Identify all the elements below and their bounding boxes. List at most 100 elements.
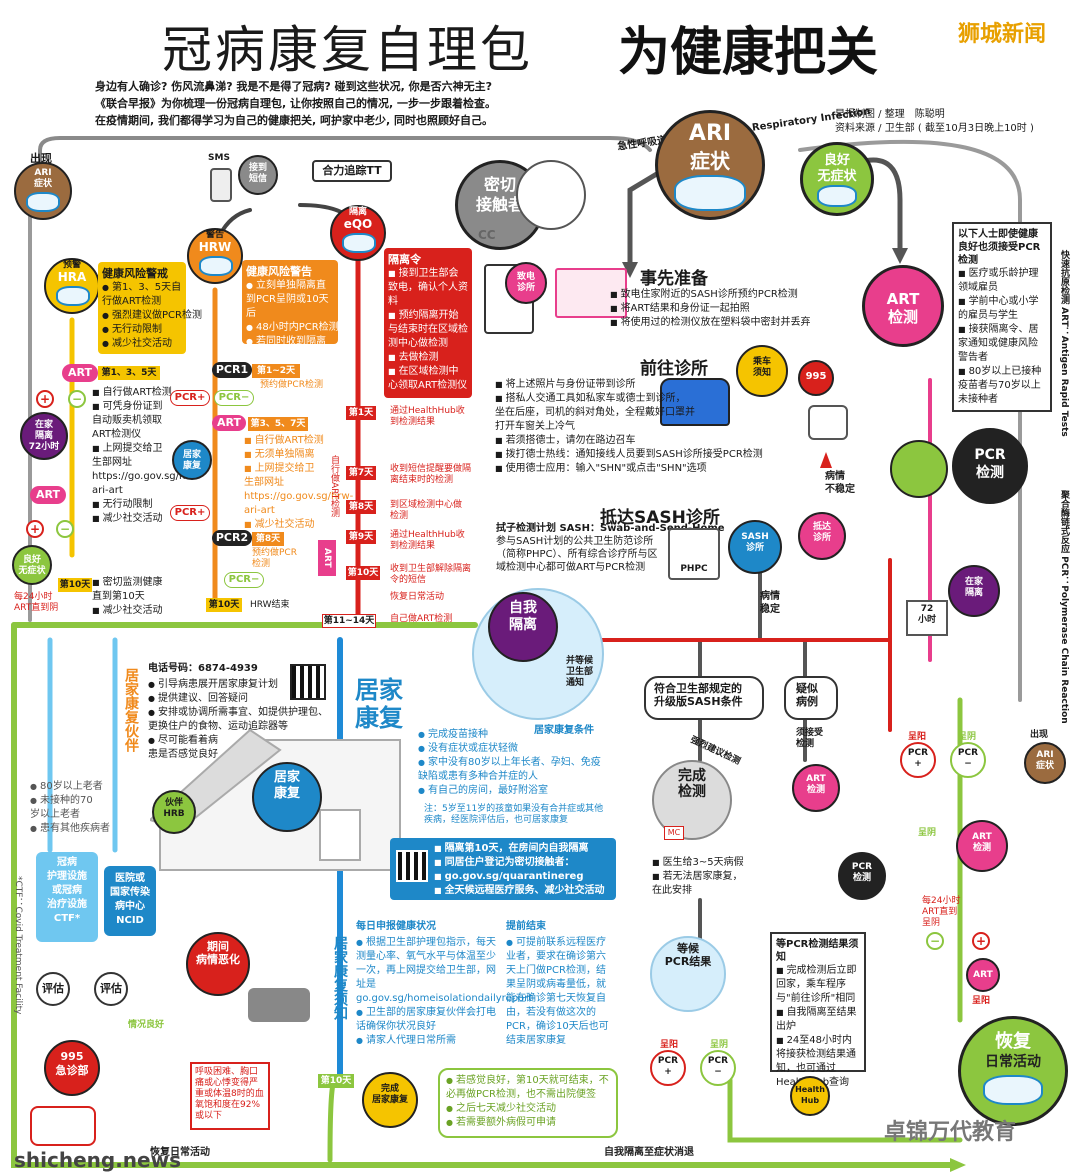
hra-list: 第1、3、5天自行做ART检测 强烈建议做PCR检测 无行动限制 减少社交活动 xyxy=(102,281,202,351)
neg-label: 呈阴 xyxy=(958,732,977,742)
received-sms-character: 接到 短信 xyxy=(238,155,278,195)
eqo-art-tag: ART xyxy=(318,540,336,576)
house-home-recovery-label: 居家 康复 xyxy=(273,770,300,801)
wait-pcr-plus-bubble: PCR + xyxy=(650,1050,686,1086)
wait-pcr-minus-label: PCR − xyxy=(707,1056,729,1077)
intro-text: 身边有人确诊? 伤风流鼻涕? 我是不是得了冠病? 碰到这些状况, 你是否六神无主… xyxy=(95,78,575,129)
day10-tag: 第10天 xyxy=(58,578,92,592)
mask-icon xyxy=(26,192,60,212)
good-no-symptom-character: 良好 无症状 xyxy=(800,142,874,216)
wait-pcr-minus-bubble: PCR − xyxy=(700,1050,736,1086)
hra-item: 减少社交活动 xyxy=(102,337,182,351)
ncid-label: 医院或 国家传染 病中心 NCID xyxy=(110,873,150,926)
every24-right-note: 每24小时 ART直到 呈阴 xyxy=(922,896,961,928)
complete-home-character: 完成 居家康复 xyxy=(362,1072,418,1128)
cc-label: CC xyxy=(478,228,496,242)
home-recovery-small: 居家 康复 xyxy=(172,440,212,480)
resume-daily-label: 恢复日常活动 xyxy=(150,1147,210,1158)
pcr1-days: 第1~2天 xyxy=(252,364,300,378)
risk-item: 患有其他疾病者 xyxy=(30,822,110,836)
healthhub-label: Health Hub xyxy=(795,1085,825,1105)
house-home-recovery-character: 居家 康复 xyxy=(252,762,322,832)
hra-info-box: 健康风险警戒 第1、3、5天自行做ART检测 强烈建议做PCR检测 无行动限制 … xyxy=(98,262,202,354)
emergency-label: 995 急诊部 xyxy=(55,1050,89,1077)
ncid-box: 医院或 国家传染 病中心 NCID xyxy=(104,866,156,936)
sash-line: 参与SASH计划的公共卫生防范诊所 xyxy=(496,536,654,547)
pcr-check-label: PCR 检测 xyxy=(974,447,1006,481)
home-iso-label: 在家 隔离 xyxy=(964,577,983,598)
credits-author: 早报制图 / 整理 陈聪明 xyxy=(835,109,945,120)
day10-mid-tag: 第10天 xyxy=(206,598,242,612)
quarantine-item: 隔离第10天，在房间内自我隔离 xyxy=(434,842,610,856)
partner-item: 尽可能看着病患是否感觉良好 xyxy=(148,734,218,762)
sash-clinic-character: SASH 诊所 xyxy=(728,520,782,574)
minus-icon: − xyxy=(68,390,86,408)
ctf-box: 冠病 护理设施 或冠病 治疗设施 CTF* xyxy=(36,852,98,942)
unstable-label: 病情 不稳定 xyxy=(825,471,855,495)
meets-sash-box: 符合卫生部规定的 升级版SASH条件 xyxy=(644,676,764,720)
mask-icon xyxy=(817,185,857,207)
after-test-list: 医生给3~5天病假 若无法居家康复，在此安排 xyxy=(652,856,752,898)
appear-label: 出现 xyxy=(30,152,52,165)
good-small-label: 良好 无症状 xyxy=(18,555,46,576)
pcr-plus-bubble: PCR + xyxy=(900,742,936,778)
suspect-label: 疑似 病例 xyxy=(796,682,818,708)
pcr-mid-character: PCR 检测 xyxy=(838,852,886,900)
wait-pcr-label: 等候 PCR结果 xyxy=(664,942,712,968)
worse-box: 呼吸困难、胸口痛或心悸变得严重或体温8时的血氧饱和度在92%或以下 xyxy=(190,1062,270,1130)
hra-title: 健康风险警戒 xyxy=(102,267,168,280)
complete-home-item: 若感觉良好，第10天就可结束，不必再做PCR检测，也不需出院便签 xyxy=(446,1074,610,1102)
go-clinic-item: 搭私人交通工具如私家车或德士到诊所，坐在后座，司机的斜对角处，全程戴好口罩并打开… xyxy=(495,392,695,434)
day10-item: 减少社交活动 xyxy=(92,604,212,618)
partner-item: 引导病患展开居家康复计划 xyxy=(148,678,328,692)
pcr2-note: 预约做PCR检测 xyxy=(252,548,297,569)
oximeter-icon xyxy=(248,988,310,1022)
ari-right-label: ARI 症状 xyxy=(1035,750,1054,771)
eqo-day1-text: 通过HealthHub收到检测结果 xyxy=(390,406,465,427)
meets-sash-label: 符合卫生部规定的 升级版SASH条件 xyxy=(654,682,743,708)
eqo-day10: 第10天 xyxy=(346,566,380,580)
partner-item: 安排或协调所需事宜、如提供护理包、更换住户的食物、运动追踪器等 xyxy=(148,706,328,734)
art-left-item: 上网提交给卫生部网址 https://go.gov.sg/hrw-ari-art xyxy=(92,442,201,498)
pcr-plus-label: PCR + xyxy=(907,748,929,769)
partner-phone: 电话号码：6874-4939 xyxy=(148,663,258,674)
ari-right-character: ARI 症状 xyxy=(1024,742,1066,784)
hra-top-label: 预警 xyxy=(62,260,81,270)
eqo-day1: 第1天 xyxy=(346,406,376,420)
home-cond-item: 有自己的房间，最好附浴室 xyxy=(418,784,606,798)
home-recovery-title: 居家 康复 xyxy=(355,676,403,732)
quarantine-item: 同居住户登记为密切接触者： xyxy=(434,856,610,870)
wait-pcr-character: 等候 PCR结果 xyxy=(650,936,726,1012)
pcr-minus-tag: PCR− xyxy=(214,390,254,406)
sash-clinic-label: SASH 诊所 xyxy=(741,532,769,553)
pcr-minus-label: PCR − xyxy=(957,748,979,769)
self-iso-label: 自我 隔离 xyxy=(509,600,537,633)
eqo-day10-text1: 收到卫生部解除隔离令的短信 xyxy=(390,564,472,585)
after-test-item: 若无法居家康复，在此安排 xyxy=(652,870,752,898)
hrw-item: 若同时收到隔离令，则执行隔离令 xyxy=(246,335,334,363)
complete-home-item: 若需要额外病假可申请 xyxy=(446,1116,610,1130)
risk-list: 80岁以上老者 未接种的70岁以上老者 患有其他疾病者 xyxy=(30,780,110,836)
phpc-logo-icon: PHPC xyxy=(668,528,720,580)
daily-report-list: 根据卫生部护理包指示，每天测量心率、氧气水平与体温至少一次，再上网提交给卫生部，… xyxy=(356,936,532,1048)
pcr2-tag: PCR2 xyxy=(212,530,252,546)
art-tag: ART xyxy=(62,364,98,382)
home-72h-label: 72 小时 xyxy=(917,604,936,625)
risk-item: 80岁以上老者 xyxy=(30,780,110,794)
self-iso-notify: 并等候 卫生部 通知 xyxy=(566,656,594,688)
good-no-symptom-small: 良好 无症状 xyxy=(12,545,52,585)
quarantine-item: go.gov.sg/quarantinereg xyxy=(434,870,610,884)
hra-item: 强烈建议做PCR检测 xyxy=(102,309,202,323)
pcr-required-item: 医疗或乐龄护理领域雇员 xyxy=(958,267,1046,295)
hra-item: 第1、3、5天自行做ART检测 xyxy=(102,281,182,309)
good-no-symptom-label: 良好 无症状 xyxy=(817,153,857,184)
after-test-item: 医生给3~5天病假 xyxy=(652,856,752,870)
hrw-info-box: 健康风险警告 立刻单独隔离直到PCR呈阴或10天后 48小时内PCR检测 若同时… xyxy=(242,260,339,361)
home-recovery-small-label: 居家 康复 xyxy=(182,450,201,471)
daily-report-title: 每日申报健康状况 xyxy=(356,921,436,932)
art-tag-2: ART xyxy=(30,486,66,504)
art-left-list: 自行做ART检测 可凭身份证到自动贩卖机领取ART检测仪 上网提交给卫生部网址 … xyxy=(92,386,212,526)
daily-activity-label: 日常活动 xyxy=(985,1054,1041,1070)
plus-icon: + xyxy=(972,932,990,950)
home-cond-item: 没有症状或症状轻微 xyxy=(418,742,606,756)
